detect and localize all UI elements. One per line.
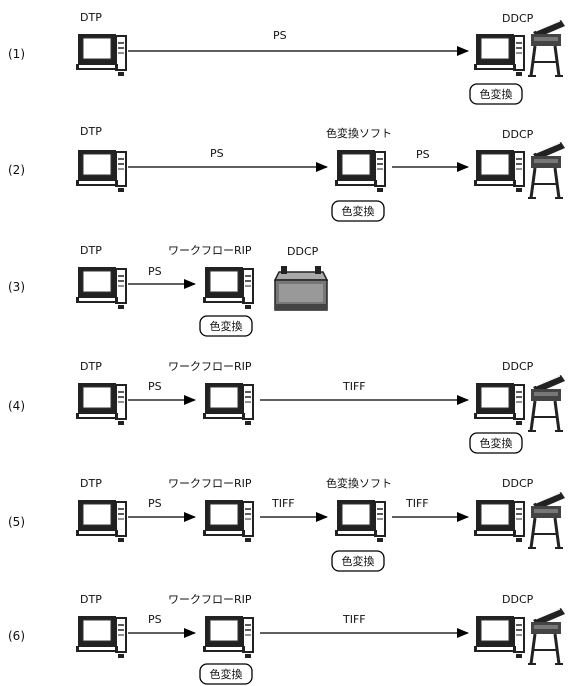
row-2: (2) DTP PS 色変換ソフト 色変換 PS DDCP — [8, 125, 565, 221]
workflow-rip-label: ワークフローRIP — [168, 593, 252, 606]
proofer-icon — [528, 608, 565, 664]
proofer-icon — [528, 375, 565, 431]
ps-label: PS — [148, 380, 162, 393]
row-label: (1) — [8, 47, 25, 61]
color-conversion-label: 色変換 — [210, 667, 243, 681]
color-conversion-computer-icon — [335, 150, 385, 192]
tiff-label: TIFF — [405, 497, 429, 510]
dtp-label: DTP — [80, 477, 102, 490]
dtp-computer-icon — [76, 500, 126, 542]
row-label: (4) — [8, 399, 25, 413]
rip-computer-icon — [203, 616, 253, 658]
row-1: (1) DTP PS DDCP 色変換 — [8, 11, 565, 104]
ddcp-label: DDCP — [287, 245, 319, 258]
ddcp-label: DDCP — [502, 593, 534, 606]
dtp-label: DTP — [80, 360, 102, 373]
ps-label: PS — [210, 147, 224, 160]
ps-label: PS — [273, 29, 287, 42]
row-label: (2) — [8, 163, 25, 177]
row-6: (6) DTP PS ワークフローRIP 色変換 TIFF DDCP — [8, 593, 565, 684]
row-3: (3) DTP PS ワークフローRIP 色変換 DDCP — [8, 244, 327, 336]
ddcp-label: DDCP — [502, 128, 534, 141]
desktop-proofer-icon — [275, 266, 327, 310]
dtp-computer-icon — [76, 383, 126, 425]
color-conversion-computer-icon — [335, 500, 385, 542]
workflow-rip-label: ワークフローRIP — [168, 360, 252, 373]
dtp-computer-icon — [76, 616, 126, 658]
ps-label: PS — [148, 497, 162, 510]
tiff-label: TIFF — [271, 497, 295, 510]
ddcp-computer-icon — [474, 34, 524, 76]
ddcp-computer-icon — [474, 616, 524, 658]
proofer-icon — [528, 142, 565, 198]
row-5: (5) DTP PS ワークフローRIP TIFF 色変換ソフト 色変換 TIF… — [8, 476, 565, 571]
tiff-label: TIFF — [342, 613, 366, 626]
color-conversion-software-label: 色変換ソフト — [326, 476, 392, 490]
workflow-rip-label: ワークフローRIP — [168, 477, 252, 490]
workflow-rip-label: ワークフローRIP — [168, 244, 252, 257]
color-conversion-label: 色変換 — [342, 554, 375, 568]
row-4: (4) DTP PS ワークフローRIP TIFF DDCP 色変換 — [8, 360, 565, 453]
rip-computer-icon — [203, 267, 253, 309]
ps-label: PS — [148, 613, 162, 626]
dtp-label: DTP — [80, 244, 102, 257]
color-conversion-label: 色変換 — [480, 87, 513, 101]
ps-label: PS — [148, 265, 162, 278]
color-conversion-label: 色変換 — [342, 204, 375, 218]
color-conversion-software-label: 色変換ソフト — [326, 126, 392, 140]
rip-computer-icon — [203, 500, 253, 542]
ps-label: PS — [416, 148, 430, 161]
dtp-computer-icon — [76, 150, 126, 192]
ddcp-label: DDCP — [502, 477, 534, 490]
dtp-computer-icon — [76, 267, 126, 309]
ddcp-computer-icon — [474, 383, 524, 425]
rip-computer-icon — [203, 383, 253, 425]
dtp-computer-icon — [76, 34, 126, 76]
dtp-label: DTP — [80, 11, 102, 24]
row-label: (3) — [8, 280, 25, 294]
ddcp-computer-icon — [474, 150, 524, 192]
proofer-icon — [528, 492, 565, 548]
tiff-label: TIFF — [342, 380, 366, 393]
dtp-label: DTP — [80, 125, 102, 138]
dtp-label: DTP — [80, 593, 102, 606]
color-conversion-label: 色変換 — [210, 319, 243, 333]
ddcp-label: DDCP — [502, 360, 534, 373]
row-label: (6) — [8, 629, 25, 643]
ddcp-computer-icon — [474, 500, 524, 542]
color-conversion-label: 色変換 — [480, 436, 513, 450]
ddcp-label: DDCP — [502, 12, 534, 25]
proofer-icon — [528, 20, 565, 76]
row-label: (5) — [8, 515, 25, 529]
